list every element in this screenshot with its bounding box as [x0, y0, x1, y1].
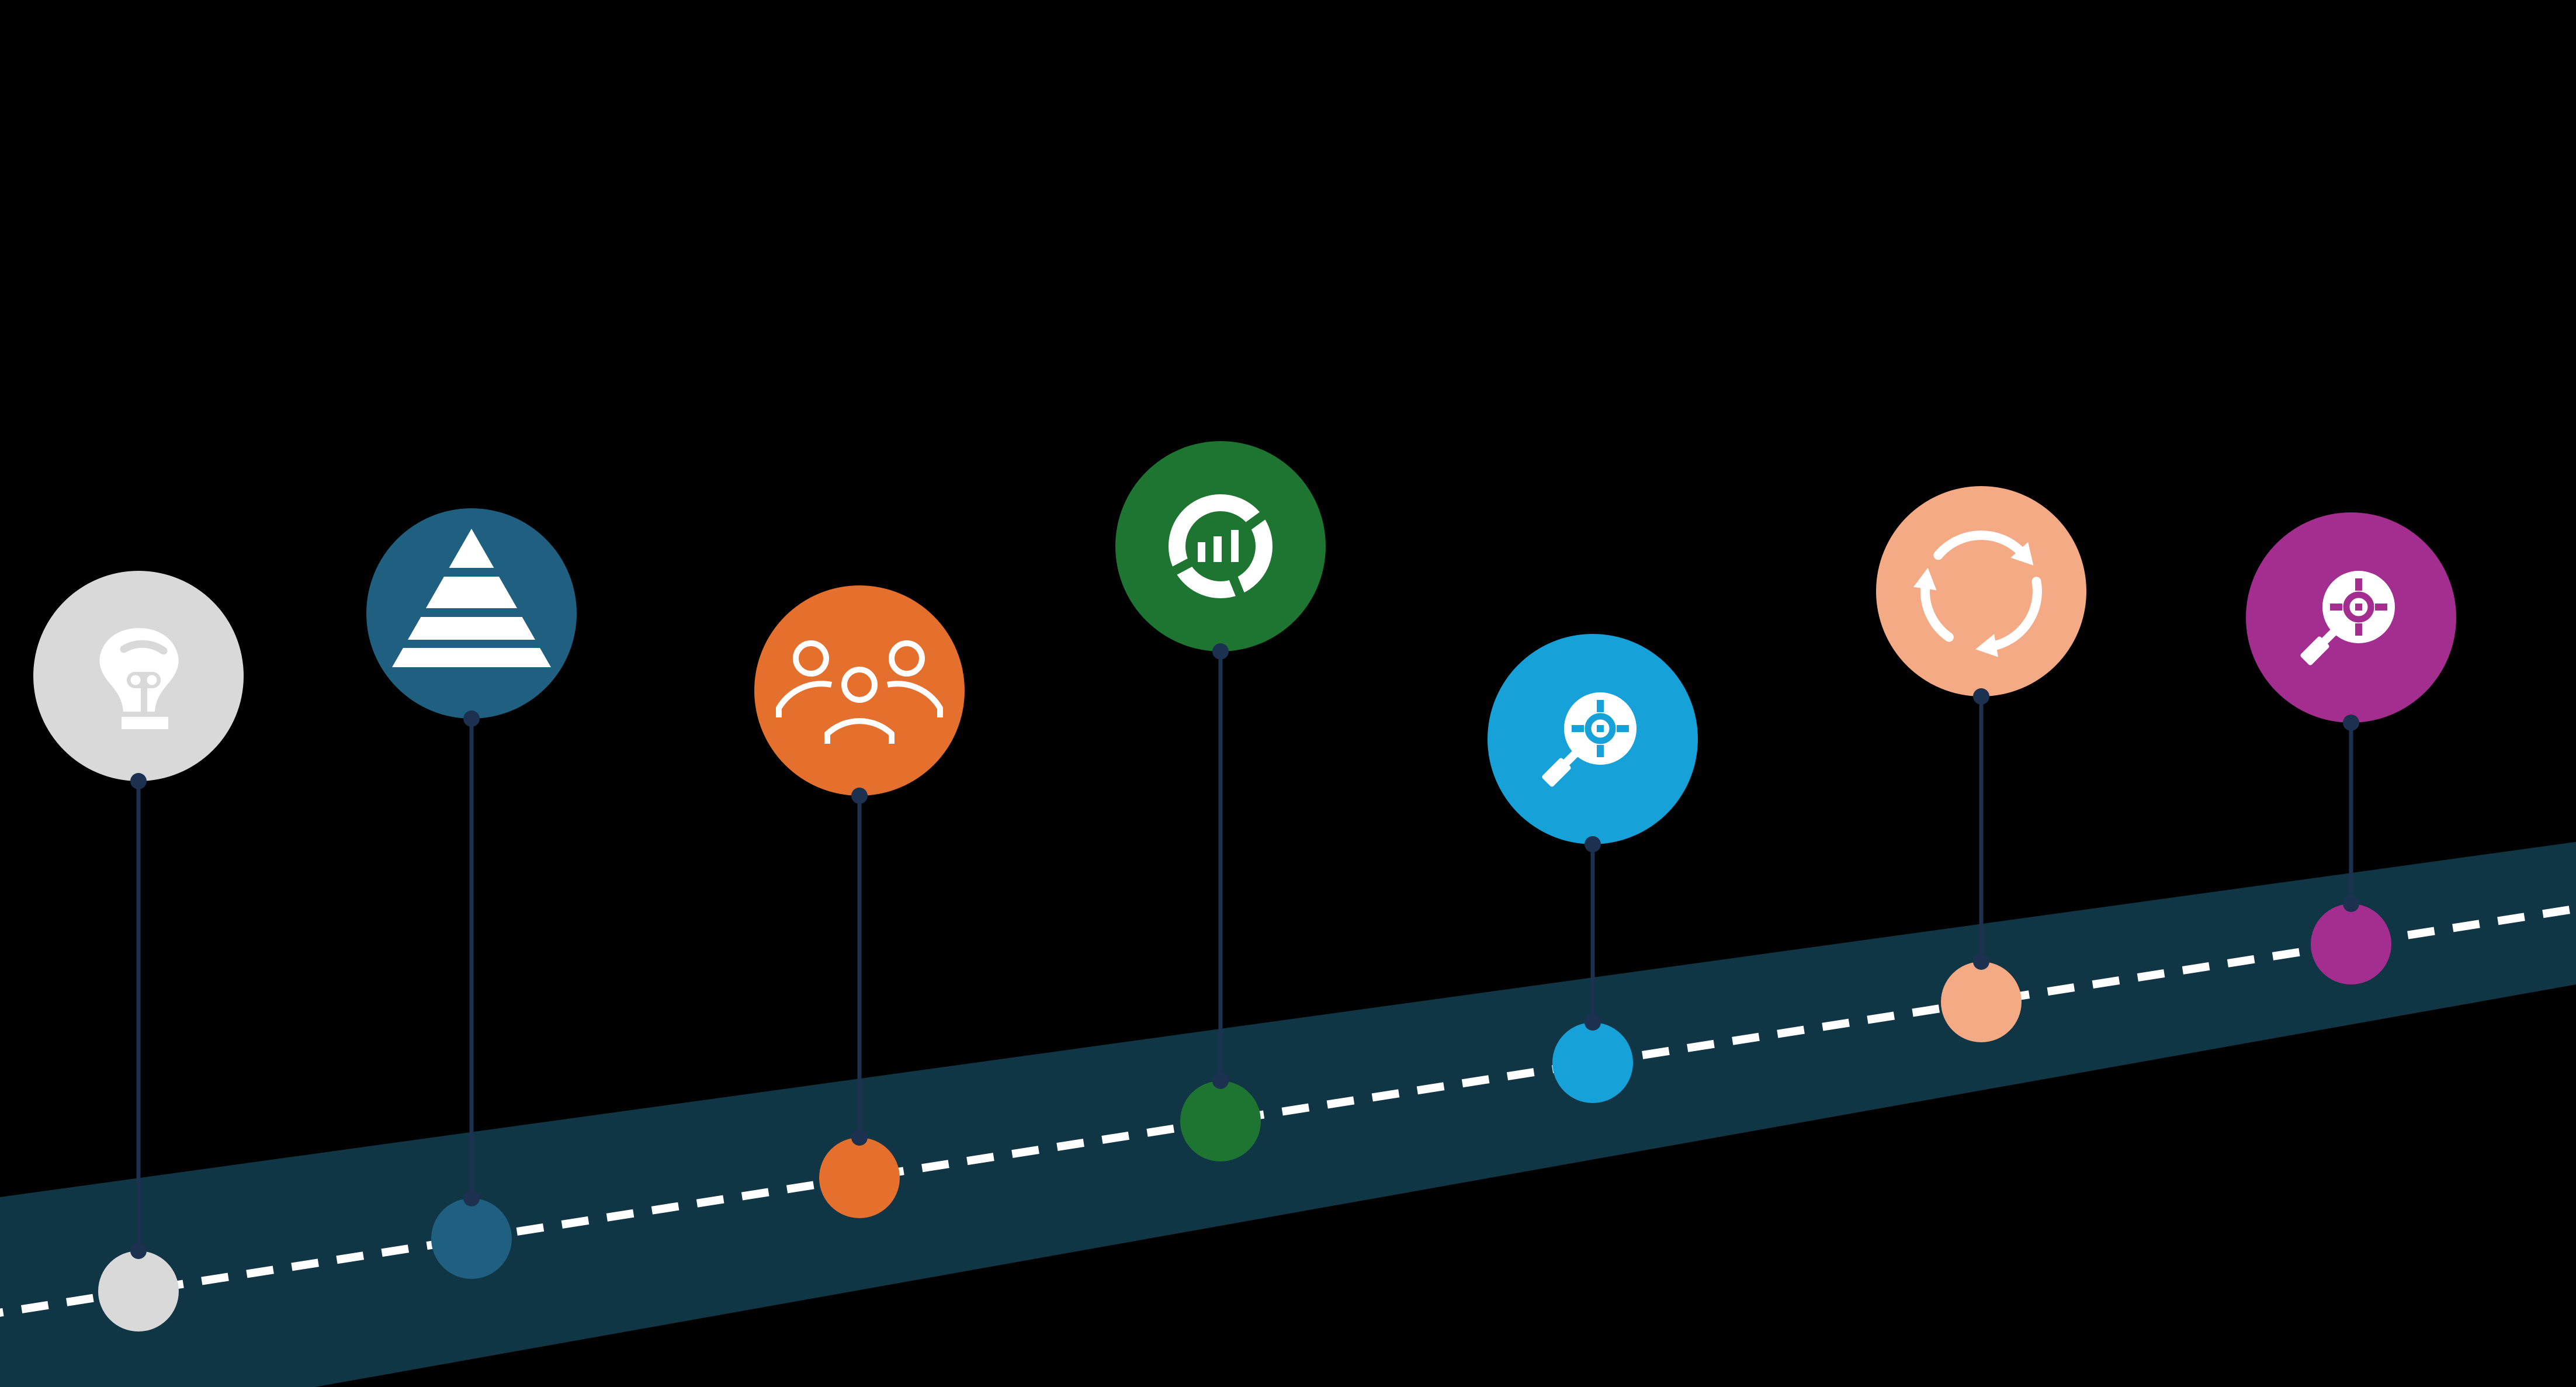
person-shoulders	[824, 718, 895, 744]
milestones-group	[33, 441, 2456, 1331]
person-head	[889, 640, 925, 677]
bulb-stem	[141, 687, 147, 712]
milestone-team	[754, 585, 965, 1218]
connector-dot	[1585, 1014, 1601, 1031]
milestone-analytics	[1115, 441, 1326, 1161]
connector-dot	[463, 1190, 480, 1206]
cycle-arc	[1986, 577, 2042, 651]
person-shoulders	[887, 681, 943, 717]
target-tick	[1617, 725, 1629, 732]
search-target-icon	[1542, 692, 1637, 787]
donut-gap	[1228, 573, 1247, 602]
bulb-arc	[120, 640, 168, 655]
milestone-circle	[1876, 486, 2086, 696]
road-marker	[1552, 1022, 1633, 1103]
team-icon	[776, 640, 943, 744]
target-tick	[1597, 745, 1604, 757]
pyramid-gap	[384, 608, 559, 617]
donut-ring	[1169, 494, 1273, 598]
bar	[1231, 530, 1239, 562]
milestone-focus-search	[1488, 634, 1698, 1103]
connector-dot	[1212, 1073, 1229, 1089]
road-marker	[98, 1251, 179, 1331]
connector-dot	[2343, 896, 2359, 912]
target-tick	[2355, 578, 2362, 591]
cycle-arc	[1933, 530, 2028, 560]
road-center-dashed-line	[0, 904, 2576, 1317]
bulb-filament-hole	[130, 675, 141, 685]
bar	[1214, 536, 1222, 562]
bar	[1198, 542, 1205, 562]
connector-dot	[1973, 953, 1989, 970]
target-ring	[1585, 713, 1616, 744]
cycle-arrowhead	[2010, 542, 2034, 566]
donut-gap	[1166, 556, 1196, 578]
target-tick	[2375, 604, 2387, 611]
milestone-circle	[754, 585, 965, 796]
pyramid-icon	[384, 529, 559, 667]
connector-dot	[1973, 688, 1989, 705]
connector-dot	[851, 788, 868, 804]
target-ring	[2343, 591, 2374, 623]
road-marker	[1941, 962, 2022, 1042]
connector-dot	[130, 1243, 147, 1259]
milestone-hierarchy	[366, 508, 577, 1279]
connector-dot	[463, 710, 480, 727]
target-tick	[1597, 700, 1604, 712]
bulb-filament-hole	[147, 675, 157, 685]
cycle-arrowhead	[1975, 634, 1999, 657]
target-tick	[2330, 604, 2342, 611]
cycle-arc	[1920, 578, 1954, 642]
person-head	[841, 667, 878, 703]
handle-dash	[1562, 749, 1580, 767]
handle-dash	[2300, 636, 2329, 665]
bulb-base	[122, 717, 168, 729]
road-marker	[431, 1198, 512, 1279]
milestone-idea	[33, 571, 244, 1331]
cycle-arrowhead	[1913, 567, 1937, 591]
target-center	[2355, 604, 2362, 611]
person-shoulders	[776, 681, 832, 717]
pyramid-shape	[392, 529, 551, 667]
road-marker	[819, 1138, 900, 1218]
cycle-arrows-icon	[1913, 530, 2042, 657]
donut-chart-icon	[1166, 494, 1273, 602]
lightbulb-icon	[99, 628, 179, 729]
pyramid-gap	[384, 568, 559, 577]
road-marker	[2311, 904, 2391, 984]
target-tick	[2355, 623, 2362, 636]
handle-dash	[2321, 627, 2338, 645]
handle-dash	[1542, 758, 1571, 787]
connector-dot	[851, 1129, 868, 1146]
connector-dot	[1212, 643, 1229, 660]
search-target-icon	[2300, 571, 2395, 665]
road-marker	[1180, 1081, 1261, 1161]
pyramid-gap	[384, 640, 559, 648]
person-head	[793, 640, 829, 677]
milestone-target-review	[2246, 512, 2456, 984]
connector-dot	[2343, 715, 2359, 731]
target-tick	[1572, 725, 1584, 732]
connector-dot	[130, 773, 147, 789]
connector-dot	[1585, 836, 1601, 852]
milestone-process-cycle	[1876, 486, 2086, 1042]
target-center	[1597, 725, 1604, 732]
donut-gap	[1242, 508, 1271, 532]
